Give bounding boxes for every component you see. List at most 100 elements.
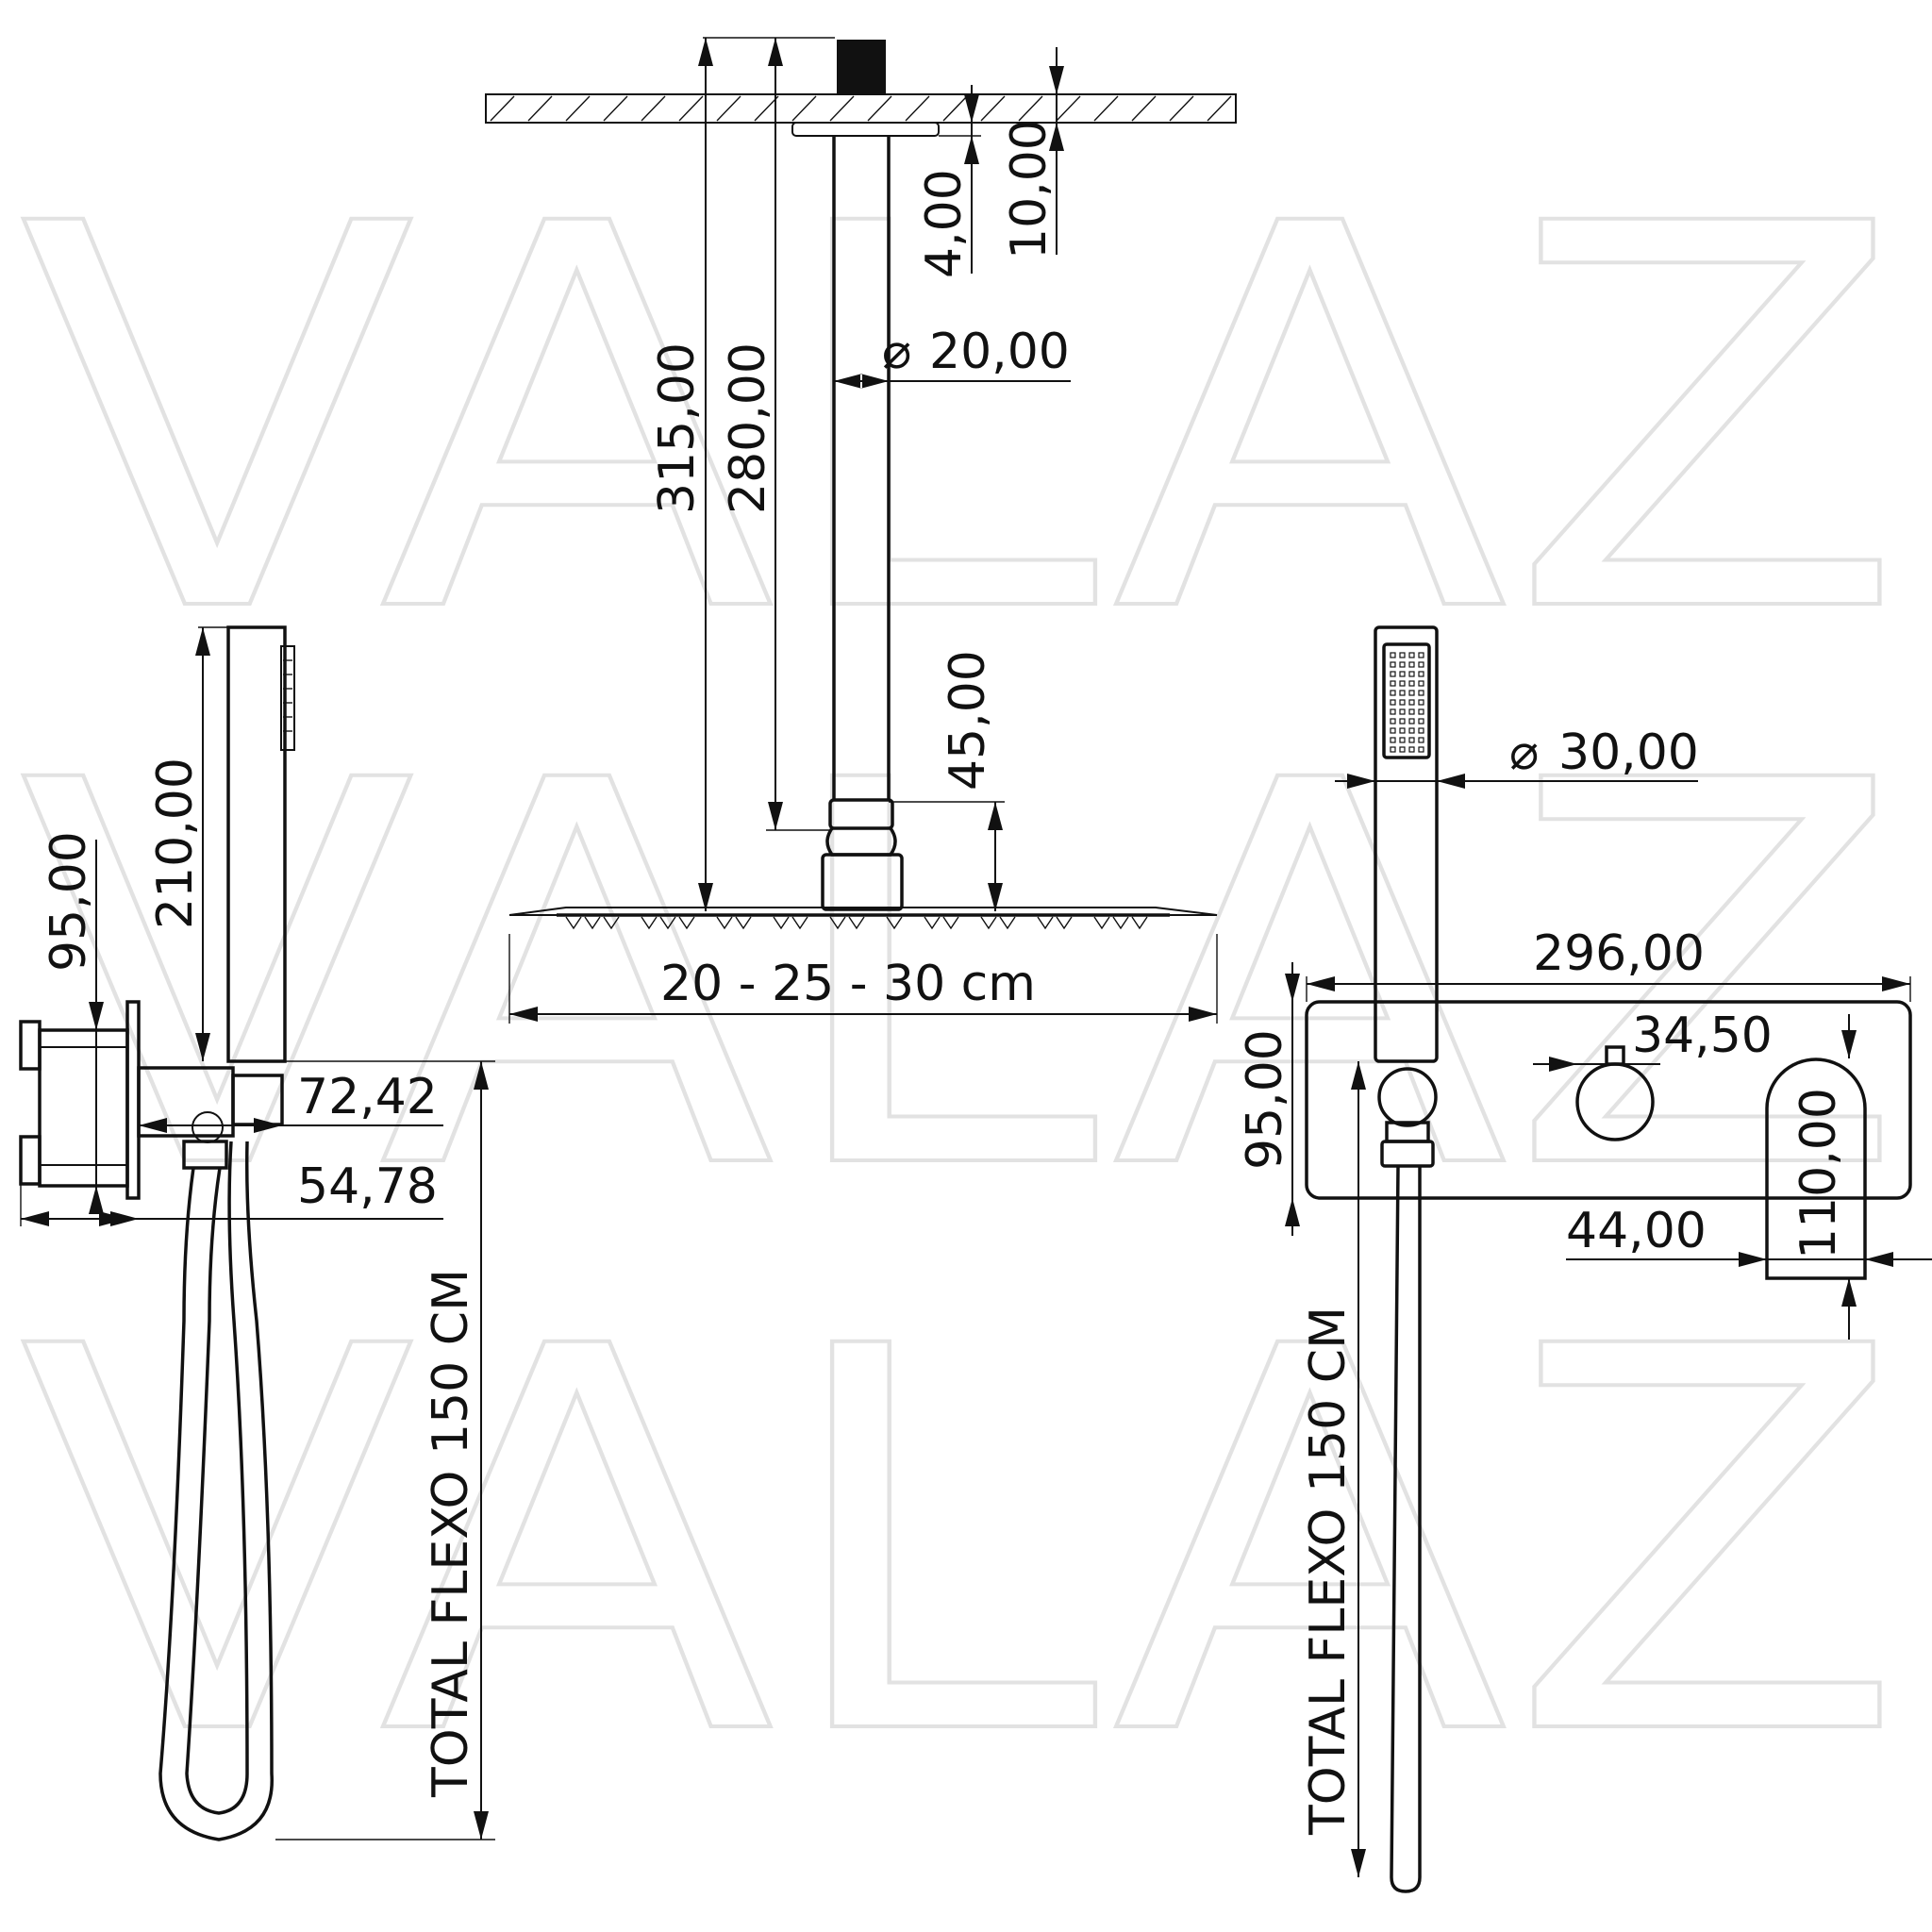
nozzle-dot (1408, 652, 1415, 658)
dim-side-box-height: 95,00 (41, 831, 104, 1214)
threaded-connector (837, 40, 886, 94)
diameter-symbol-2: ⌀ (1509, 724, 1539, 781)
dim-head-size: 20 - 25 - 30 cm (508, 934, 1218, 1024)
dim-plate-width: 296,00 (1306, 925, 1911, 1002)
dim-plate-width-label: 296,00 (1533, 925, 1705, 982)
nozzle-dot (1390, 708, 1396, 715)
watermark-row-2: VALAZ (19, 671, 1906, 1286)
dim-head-size-label: 20 - 25 - 30 cm (660, 956, 1036, 1012)
dim-arm-length-label: 280,00 (720, 342, 776, 514)
dim-plate-height-label: 95,00 (1237, 1029, 1293, 1170)
nozzle-dot (1390, 652, 1396, 658)
nozzle-dot (1418, 671, 1424, 677)
dim-handset-diameter: ⌀ 30,00 (1335, 724, 1699, 789)
nozzle-dot (1399, 671, 1406, 677)
nozzle-dot (1418, 699, 1424, 706)
dim-ceiling-thickness-label: 10,00 (1001, 119, 1058, 259)
nozzle-dot (1418, 746, 1424, 753)
nozzle-dot (1408, 708, 1415, 715)
nozzle-dot (1408, 680, 1415, 687)
nozzle-dot (1408, 690, 1415, 696)
dim-spout-height: 110,00 (1790, 1088, 1857, 1340)
watermark-row-1: VALAZ (19, 114, 1906, 729)
dim-projection-body: 54,78 (20, 1158, 443, 1226)
nozzle-dot (1418, 661, 1424, 668)
dim-side-hose-length-label: TOTAL FLEXO 150 CM (423, 1269, 479, 1798)
front-view: 296,00 95,00 ⌀ 30,00 34,50 110,00 (1237, 625, 1932, 1893)
nozzle-dot (1399, 680, 1406, 687)
nozzle-dot (1399, 699, 1406, 706)
nozzle-dot (1399, 652, 1406, 658)
dim-flange-thickness-label: 4,00 (916, 169, 973, 278)
dim-arm-diameter: ⌀ 20,00 (834, 324, 1071, 389)
nozzle-dot (1399, 727, 1406, 734)
side-hose (158, 1141, 274, 1841)
nozzle-dot (1418, 690, 1424, 696)
shower-arm (832, 136, 891, 800)
nozzle-dot (1399, 718, 1406, 724)
dim-connector-height: 45,00 (889, 650, 1005, 911)
dim-projection-body-label: 54,78 (297, 1158, 438, 1215)
ceiling-shower-view: 315,00 280,00 4,00 10,00 ⌀ 20,00 (485, 37, 1237, 1024)
nozzle-dot (1390, 727, 1396, 734)
nozzle-dot (1390, 690, 1396, 696)
dim-spout-width-label: 44,00 (1566, 1203, 1707, 1259)
dim-total-height: 315,00 (649, 37, 835, 911)
side-valve-body (19, 1020, 129, 1188)
dim-front-hose-length: TOTAL FLEXO 150 CM (1300, 1061, 1366, 1877)
dim-handset-length: 210,00 (147, 626, 228, 1061)
nozzle-dot (1390, 737, 1396, 743)
dim-side-hose-length: TOTAL FLEXO 150 CM (275, 1060, 495, 1840)
shower-head (508, 907, 1218, 930)
nozzle-dot (1408, 746, 1415, 753)
watermark-row-3: VALAZ (19, 1237, 1906, 1852)
dim-handset-length-label: 210,00 (147, 758, 204, 929)
dim-plate-height: 95,00 (1237, 962, 1300, 1236)
nozzle-dot (1408, 737, 1415, 743)
nozzle-dot (1390, 680, 1396, 687)
dim-total-height-label: 315,00 (649, 342, 706, 514)
front-handset-nozzles (1390, 652, 1424, 753)
dim-arm-length: 280,00 (720, 38, 830, 831)
nozzle-dot (1399, 708, 1406, 715)
side-handset (226, 625, 295, 1063)
nozzle-dot (1399, 690, 1406, 696)
diameter-symbol: ⌀ (882, 324, 911, 380)
front-spout (1765, 1058, 1867, 1280)
dim-connector-height-label: 45,00 (940, 650, 996, 791)
nozzle-dot (1390, 746, 1396, 753)
dim-knob-diameter-label: 34,50 (1632, 1008, 1773, 1064)
ceiling-flange (791, 122, 940, 137)
nozzle-dot (1390, 671, 1396, 677)
nozzle-dot (1418, 727, 1424, 734)
nozzle-dot (1390, 718, 1396, 724)
dim-spout-height-label: 110,00 (1790, 1088, 1847, 1259)
nozzle-dot (1418, 737, 1424, 743)
nozzle-dot (1408, 671, 1415, 677)
watermark: VALAZ VALAZ VALAZ (17, 112, 1907, 1854)
dim-handset-diameter-label: 30,00 (1558, 724, 1699, 781)
nozzle-dot (1408, 661, 1415, 668)
nozzle-dot (1418, 708, 1424, 715)
side-view: 95,00 210,00 72,42 54,78 TOTAL F (19, 625, 495, 1841)
nozzle-dot (1390, 661, 1396, 668)
dim-arm-diameter-label: 20,00 (929, 324, 1070, 380)
dim-projection-total: 72,42 (139, 1069, 443, 1133)
nozzle-dot (1408, 727, 1415, 734)
nozzle-dot (1390, 699, 1396, 706)
nozzle-dot (1408, 718, 1415, 724)
dim-knob-diameter: 34,50 (1533, 1008, 1857, 1072)
dim-side-box-height-label: 95,00 (41, 831, 97, 972)
nozzle-dot (1399, 737, 1406, 743)
dim-front-hose-length-label: TOTAL FLEXO 150 CM (1300, 1307, 1357, 1836)
front-handset (1374, 625, 1439, 1063)
nozzle-dot (1418, 718, 1424, 724)
nozzle-dot (1399, 661, 1406, 668)
nozzle-dot (1399, 746, 1406, 753)
front-hose-holder (1377, 1067, 1438, 1168)
nozzle-dot (1418, 680, 1424, 687)
dim-projection-total-label: 72,42 (297, 1069, 438, 1125)
head-connector (821, 798, 904, 911)
front-hose (1390, 1165, 1422, 1893)
